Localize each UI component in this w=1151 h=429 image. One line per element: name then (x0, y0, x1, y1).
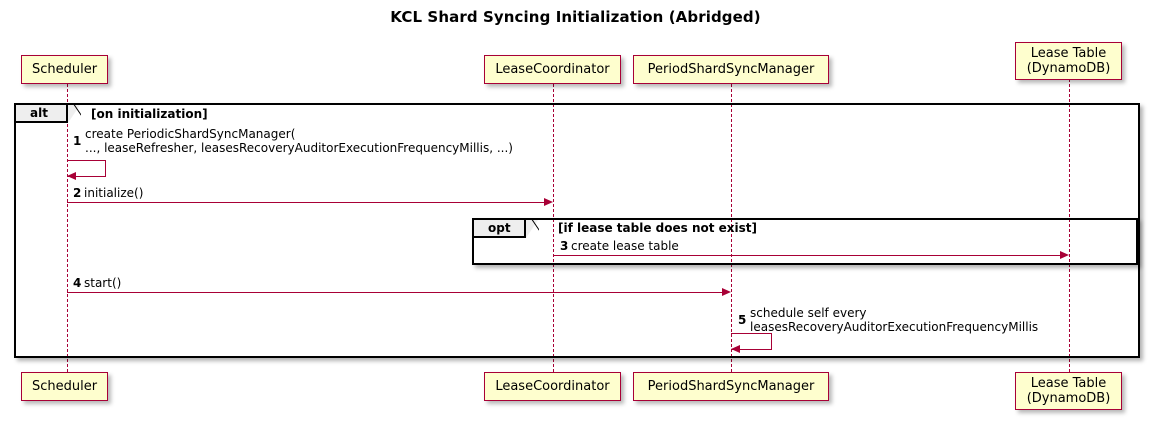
lifeline-period-shard-sync-manager (731, 84, 732, 372)
message-2-arrow-head (544, 198, 553, 206)
message-4-line (67, 292, 722, 293)
participant-lease-table-bottom-label: Lease Table (DynamoDB) (1026, 376, 1111, 406)
participant-scheduler-top-label: Scheduler (31, 62, 98, 77)
fragment-alt (14, 103, 1140, 358)
message-1-self-loop (67, 160, 106, 177)
fragment-opt-condition: [if lease table does not exist] (558, 221, 758, 235)
fragment-opt (472, 218, 1138, 265)
message-3-arrow-head (1060, 251, 1069, 259)
participant-lease-table-top-label: Lease Table (DynamoDB) (1026, 46, 1111, 76)
fragment-opt-tab-corner-stroke (526, 220, 539, 239)
participant-period-shard-sync-manager-top[interactable]: PeriodShardSyncManager (633, 55, 829, 84)
message-2-number: 2 (73, 186, 82, 200)
lifeline-lease-table (1069, 79, 1070, 372)
fragment-alt-tab-corner-stroke (68, 105, 81, 124)
fragment-alt-condition: [on initialization] (91, 107, 208, 121)
participant-scheduler-bottom[interactable]: Scheduler (21, 372, 108, 401)
message-2-line (67, 202, 544, 203)
participant-lease-coordinator-bottom-label: LeaseCoordinator (495, 379, 610, 394)
participant-period-shard-sync-manager-bottom-label: PeriodShardSyncManager (647, 379, 815, 394)
message-1-label: create PeriodicShardSyncManager( ..., le… (85, 127, 513, 155)
message-4-arrow-head (722, 288, 731, 296)
lifeline-lease-coordinator (553, 84, 554, 372)
message-5-number: 5 (738, 313, 747, 327)
message-4-number: 4 (73, 276, 82, 290)
participant-lease-coordinator-top-label: LeaseCoordinator (495, 62, 610, 77)
participant-lease-table-top[interactable]: Lease Table (DynamoDB) (1015, 42, 1122, 80)
participant-scheduler-bottom-label: Scheduler (31, 379, 98, 394)
participant-scheduler-top[interactable]: Scheduler (21, 55, 108, 84)
message-5-arrow-head (731, 345, 740, 353)
message-5-label: schedule self every leasesRecoveryAudito… (750, 306, 1039, 334)
fragment-alt-type: alt (30, 106, 48, 120)
message-5-self-loop (731, 333, 772, 350)
participant-period-shard-sync-manager-bottom[interactable]: PeriodShardSyncManager (633, 372, 829, 401)
participant-period-shard-sync-manager-top-label: PeriodShardSyncManager (647, 62, 815, 77)
message-1-arrow-head (67, 172, 76, 180)
fragment-alt-tab-corner (68, 105, 80, 123)
message-3-number: 3 (560, 239, 569, 253)
fragment-alt-tab: alt (16, 105, 68, 123)
message-1-number: 1 (73, 134, 82, 148)
fragment-opt-type: opt (488, 221, 511, 235)
message-2-label: initialize() (84, 186, 144, 200)
message-4-label: start() (84, 276, 122, 290)
participant-lease-table-bottom[interactable]: Lease Table (DynamoDB) (1015, 372, 1122, 410)
fragment-opt-tab-corner (526, 220, 538, 238)
participant-lease-coordinator-top[interactable]: LeaseCoordinator (484, 55, 621, 84)
lifeline-scheduler (67, 84, 68, 372)
fragment-opt-tab: opt (474, 220, 526, 238)
participant-lease-coordinator-bottom[interactable]: LeaseCoordinator (484, 372, 621, 401)
message-3-line (553, 255, 1060, 256)
page-title: KCL Shard Syncing Initialization (Abridg… (390, 8, 761, 26)
message-3-label: create lease table (571, 239, 679, 253)
